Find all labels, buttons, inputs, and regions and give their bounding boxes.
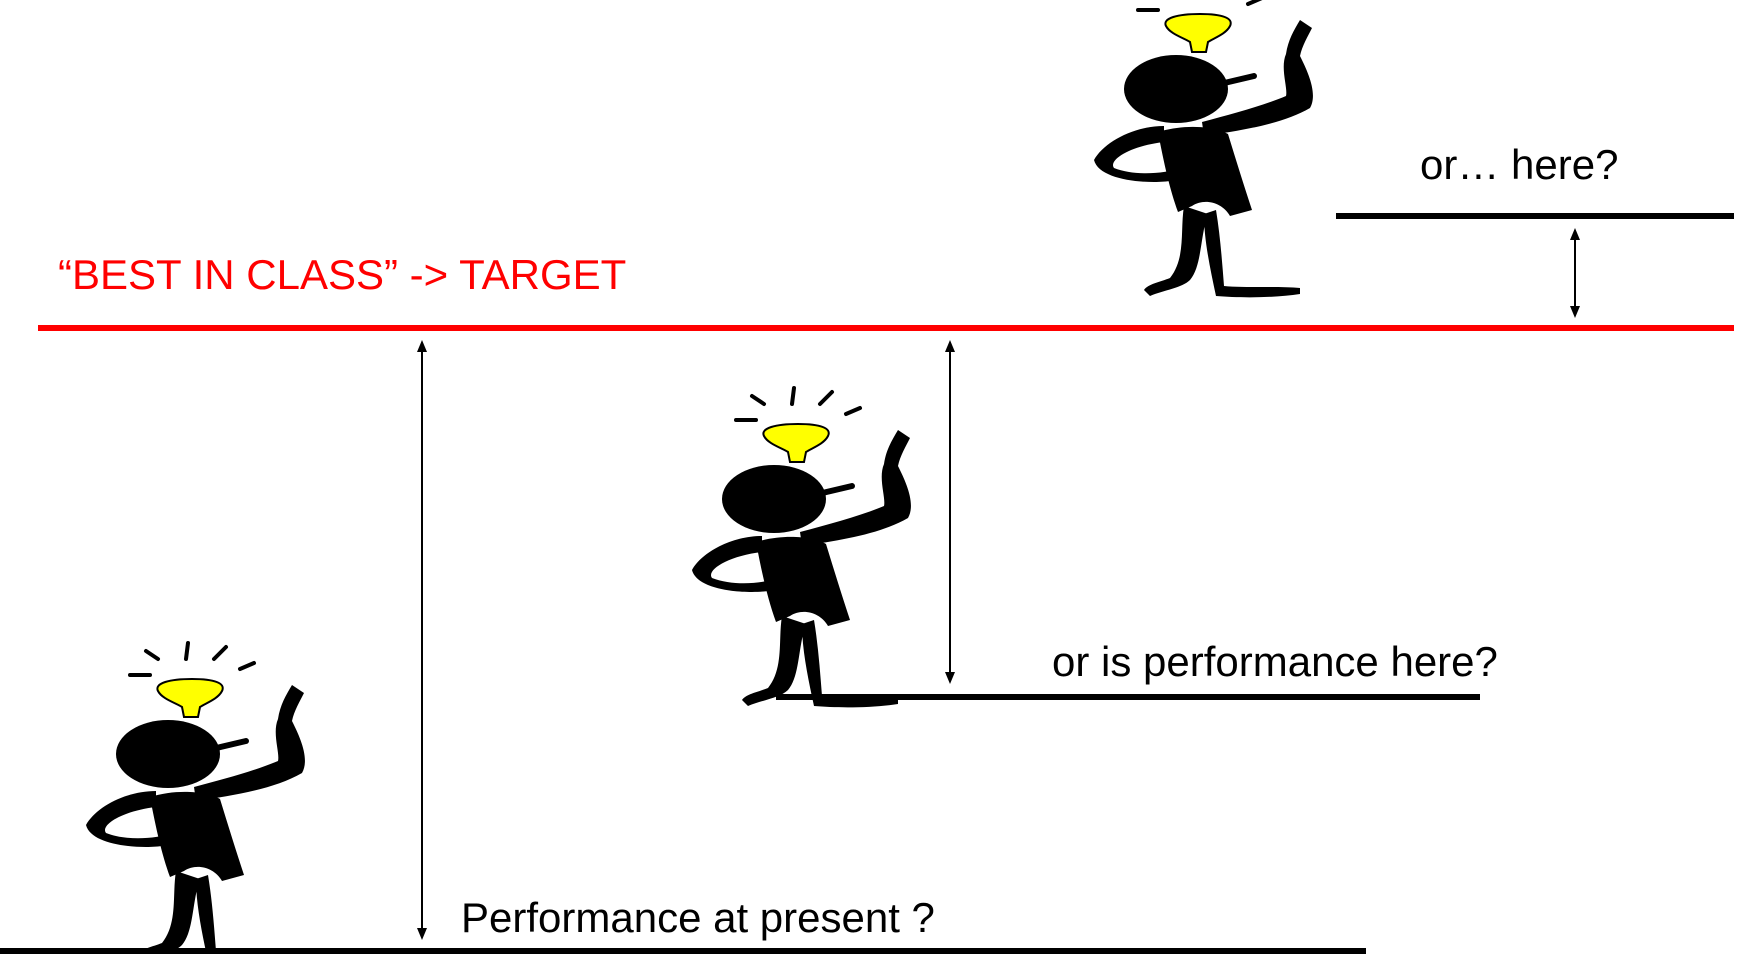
thinking-figure-present-icon bbox=[86, 643, 305, 954]
thinking-figure-mid-icon bbox=[692, 388, 911, 707]
above-target-label: or… here? bbox=[1420, 141, 1619, 188]
thinking-figure-top-icon bbox=[1094, 0, 1313, 297]
present-level-label: Performance at present ? bbox=[461, 894, 935, 941]
target-label: “BEST IN CLASS” -> TARGET bbox=[58, 251, 627, 298]
mid-level-label: or is performance here? bbox=[1052, 638, 1498, 685]
